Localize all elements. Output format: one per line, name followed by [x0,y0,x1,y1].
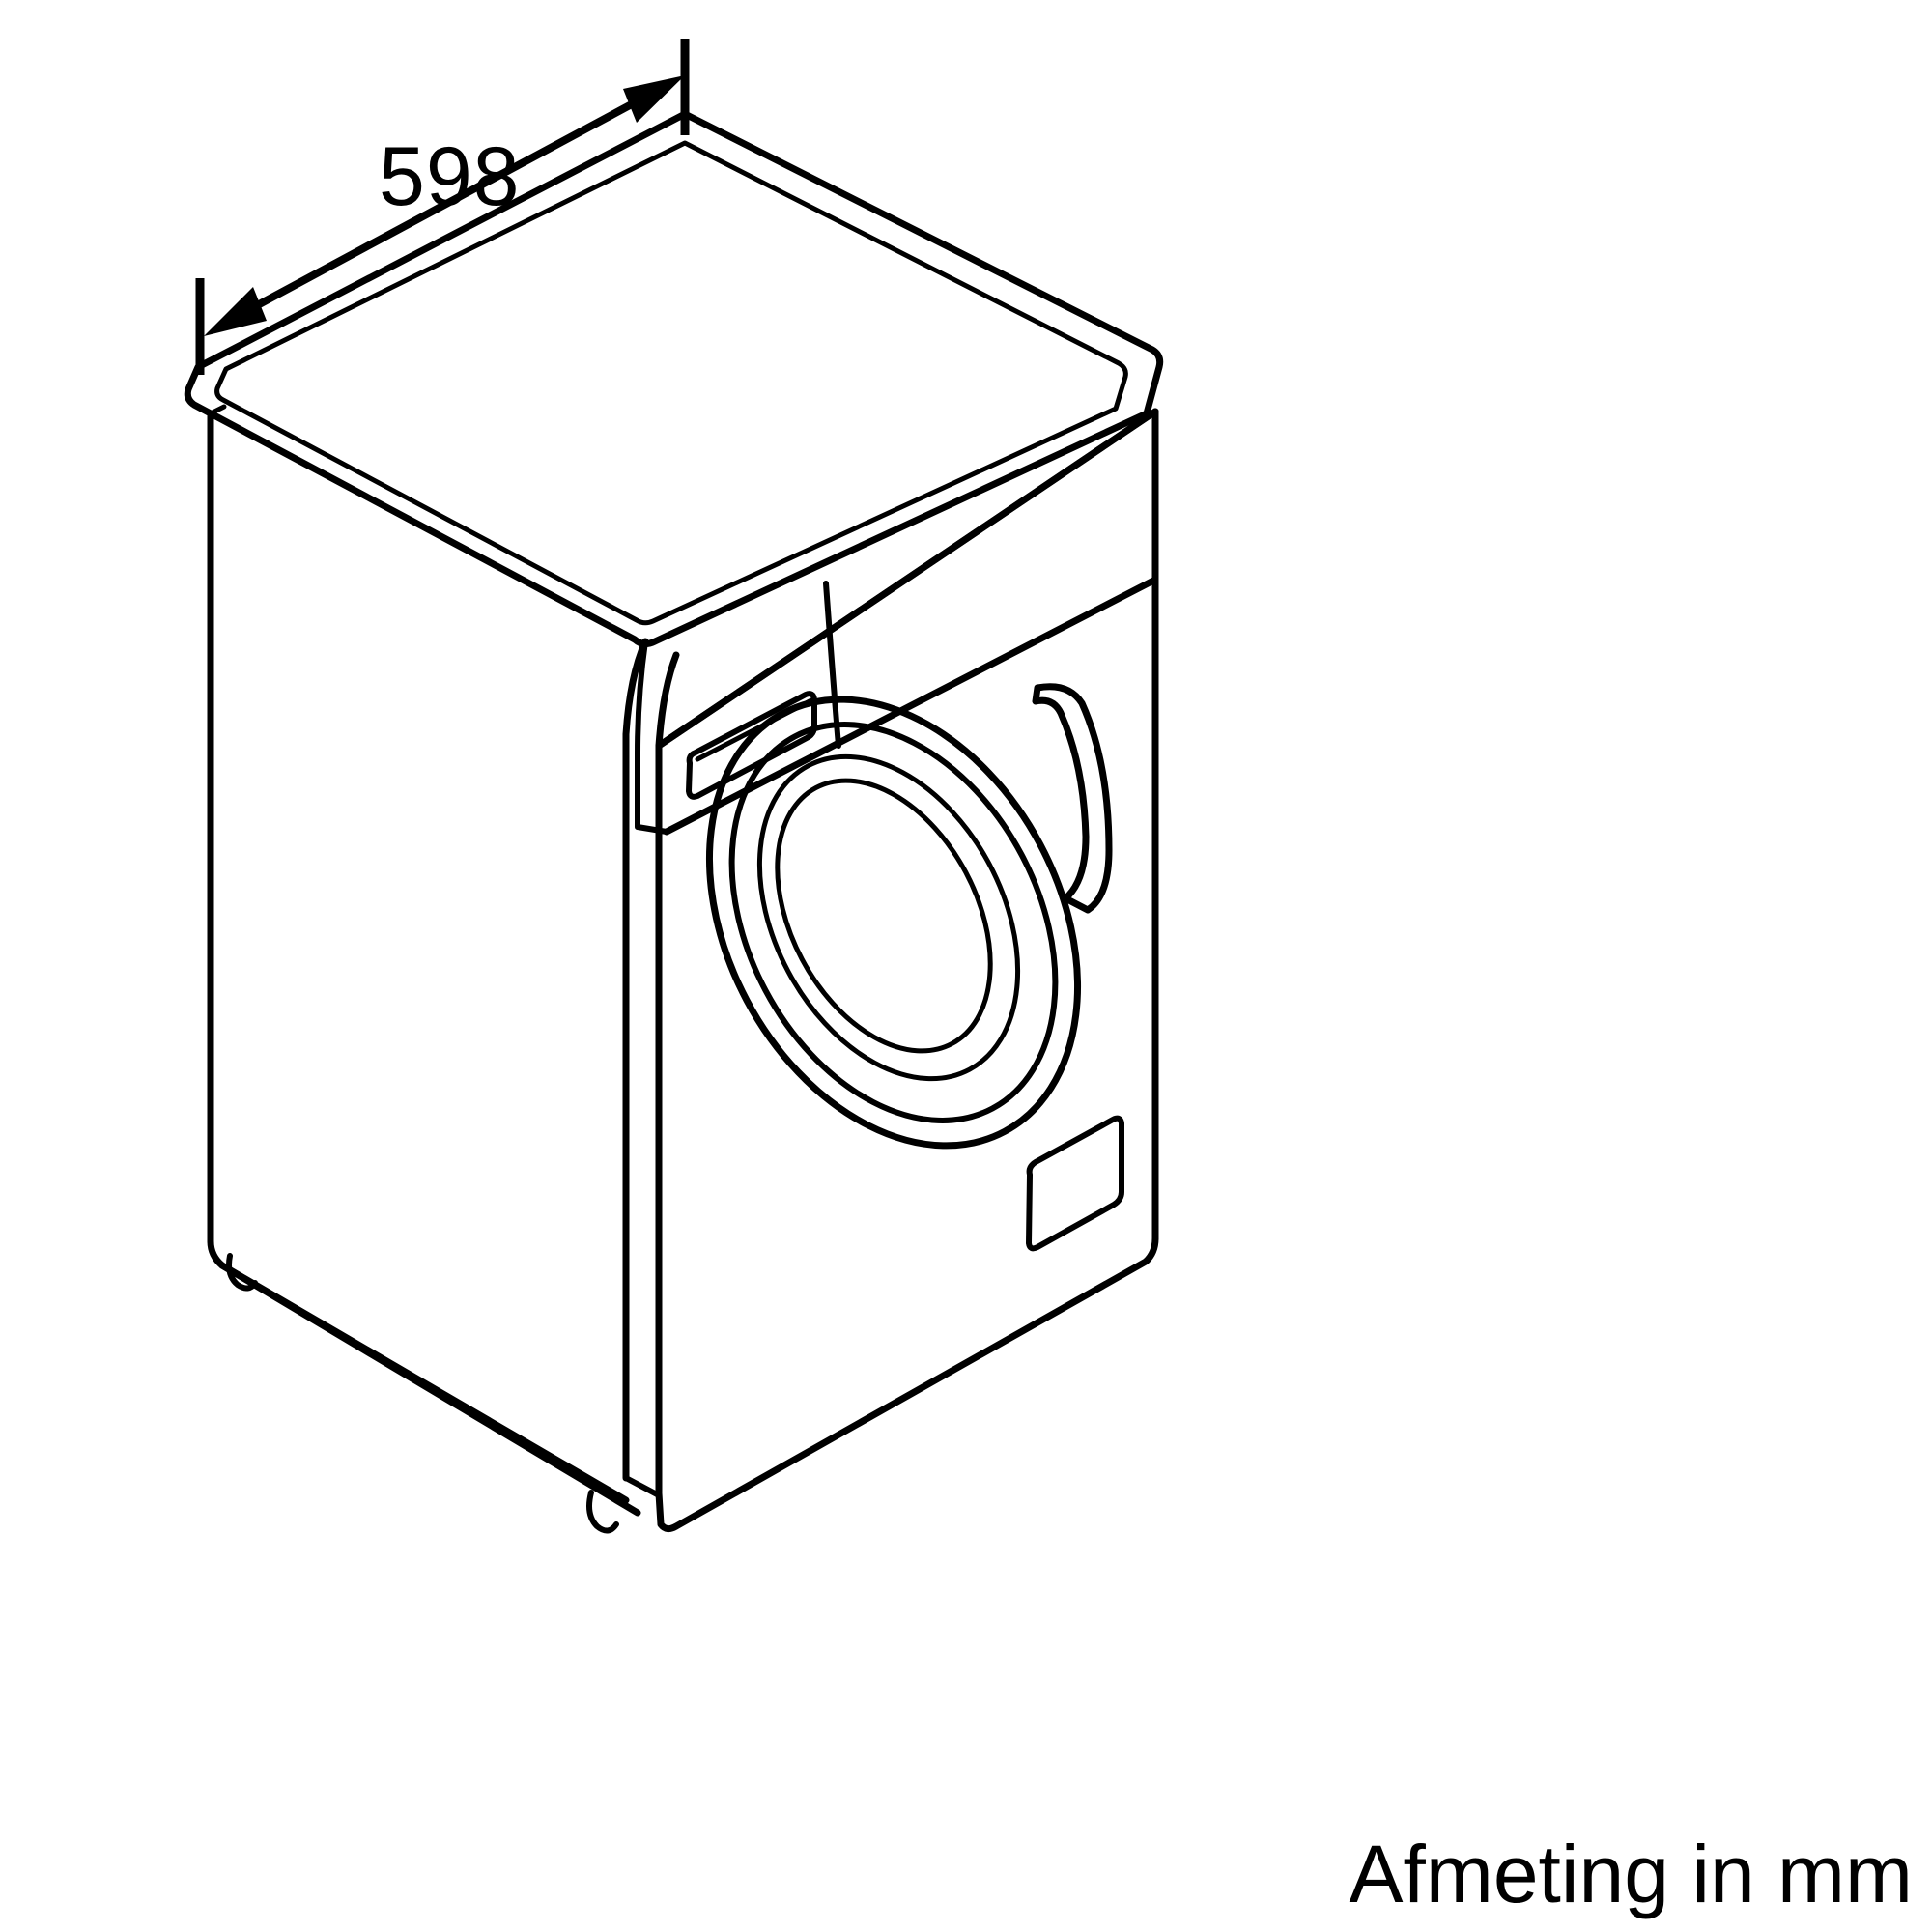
door-hinge-bracket [1032,683,1113,914]
control-panel-divider [823,581,841,749]
control-panel-left-cap [635,639,669,835]
service-flap [1026,1115,1124,1252]
dimension-depth-598 [195,39,690,375]
left-panel-bottom-edge [218,1262,630,1504]
porthole-door-glass-ring [756,753,1021,1082]
dimension-arrowhead-left [204,287,267,336]
porthole-door-outer-rim [705,696,1082,1150]
front-panel-bottom-edge [673,1259,1149,1529]
front-left-bevel-outer [655,651,680,1496]
porthole-drum-opening [775,778,993,1054]
dimension-line [236,88,657,320]
top-lid-inner-recess [214,140,1128,626]
rear-foot [226,1253,258,1292]
left-side-panel-outline [207,410,641,1517]
unit-caption: Afmeting in mm [1349,1829,1914,1919]
porthole-door-middle-ring [728,722,1059,1123]
washing-machine-body [184,110,1164,1534]
control-panel-top-edge [655,408,1159,750]
front-left-bevel-bottom [623,1475,662,1498]
dimension-arrowhead-right [623,75,685,123]
front-foot [586,1490,619,1534]
dimension-label-598: 598 [379,130,521,223]
top-lid-outer [184,110,1164,648]
